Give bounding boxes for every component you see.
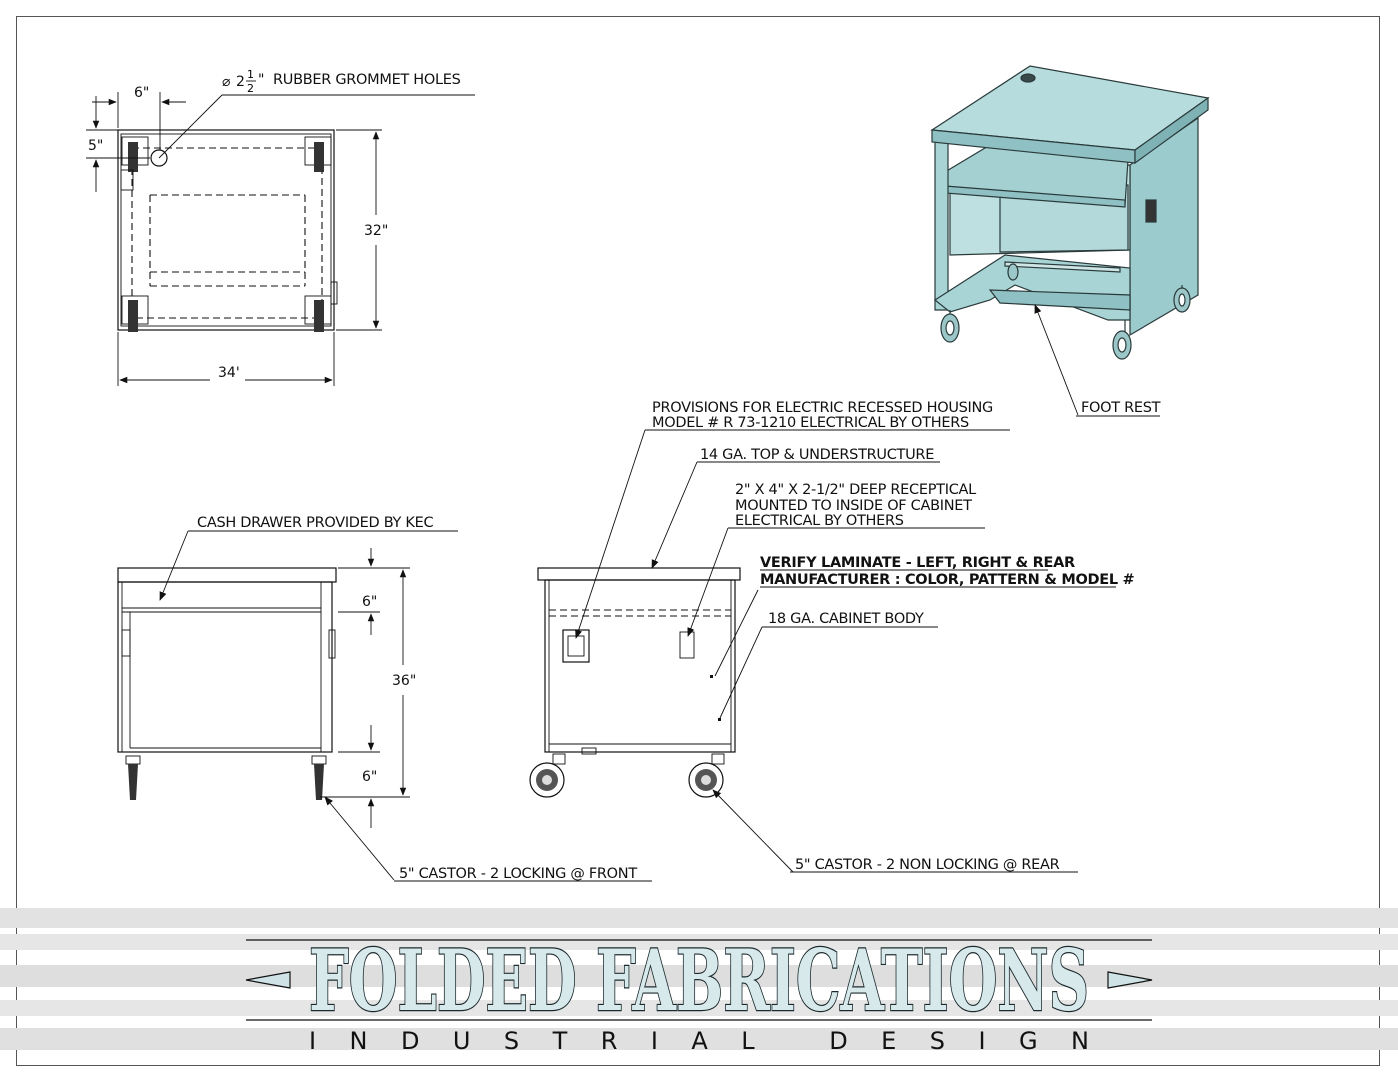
dim-bottom: 6" xyxy=(362,769,377,785)
grommet-hole-icon xyxy=(150,149,168,167)
dim-height: 36" xyxy=(392,673,416,689)
arrow-left-icon xyxy=(245,971,291,989)
recept-line3: ELECTRICAL BY OTHERS xyxy=(735,513,904,529)
plan-view: ⌀ 2 1 2 " RUBBER GROMMET HOLES 6" 5" 32"… xyxy=(86,68,475,386)
dim-offset-y: 5" xyxy=(88,138,103,154)
grommet-num: 1 xyxy=(247,68,254,81)
provisions-line2: MODEL # R 73-1210 ELECTRICAL BY OTHERS xyxy=(652,415,969,431)
dim-offset-x: 6" xyxy=(134,85,149,101)
castor-rear-label: 5" CASTOR - 2 NON LOCKING @ REAR xyxy=(795,857,1060,873)
dim-top: 6" xyxy=(362,594,377,610)
arrow-right-icon xyxy=(1107,971,1153,989)
outlet-icon xyxy=(1145,199,1157,223)
side-view: PROVISIONS FOR ELECTRIC RECESSED HOUSING… xyxy=(529,400,1135,873)
recept-line1: 2" X 4" X 2-1/2" DEEP RECEPTICAL xyxy=(735,482,976,498)
front-view: CASH DRAWER PROVIDED BY KEC 6" 36" 6" 5"… xyxy=(117,515,652,882)
grommet-whole: 2 xyxy=(236,74,245,90)
sheet-border xyxy=(16,16,1380,1066)
caster-icon xyxy=(529,753,566,798)
caster-icon xyxy=(125,755,141,800)
caster-icon xyxy=(304,136,332,172)
dim-width: 34' xyxy=(218,365,240,381)
laminate-line1: VERIFY LAMINATE - LEFT, RIGHT & REAR xyxy=(760,555,1075,571)
top-label: 14 GA. TOP & UNDERSTRUCTURE xyxy=(700,447,934,463)
cash-drawer-label: CASH DRAWER PROVIDED BY KEC xyxy=(197,515,433,531)
caster-icon xyxy=(688,753,725,798)
caster-icon xyxy=(311,755,327,800)
caster-icon xyxy=(121,295,149,332)
foot-rest-callout: FOOT REST xyxy=(1034,304,1161,417)
laminate-line2: MANUFACTURER : COLOR, PATTERN & MODEL # xyxy=(760,572,1135,588)
foot-rest-label: FOOT REST xyxy=(1081,400,1161,416)
receptical-icon xyxy=(679,631,695,659)
grommet-label: RUBBER GROMMET HOLES xyxy=(273,72,461,88)
provisions-line1: PROVISIONS FOR ELECTRIC RECESSED HOUSING xyxy=(652,400,993,416)
iso-view xyxy=(930,65,1210,360)
castor-front-label: 5" CASTOR - 2 LOCKING @ FRONT xyxy=(399,866,637,882)
grommet-den: 2 xyxy=(247,82,254,95)
dim-depth: 32" xyxy=(364,223,388,239)
electric-housing-icon xyxy=(562,629,590,663)
title-stripes xyxy=(0,908,1398,1050)
caster-icon xyxy=(1112,320,1132,360)
caster-icon xyxy=(121,136,149,172)
caster-icon xyxy=(1173,285,1191,313)
body-label: 18 GA. CABINET BODY xyxy=(768,611,924,627)
caster-icon xyxy=(940,310,960,343)
caster-icon xyxy=(304,295,332,332)
recept-line2: MOUNTED TO INSIDE OF CABINET xyxy=(735,498,972,514)
caster-icon xyxy=(1007,263,1019,281)
diameter-icon: ⌀ xyxy=(222,74,231,90)
svg-text:": " xyxy=(258,72,264,88)
brand-logo: FOLDED FABRICATIONS xyxy=(309,931,1089,1030)
